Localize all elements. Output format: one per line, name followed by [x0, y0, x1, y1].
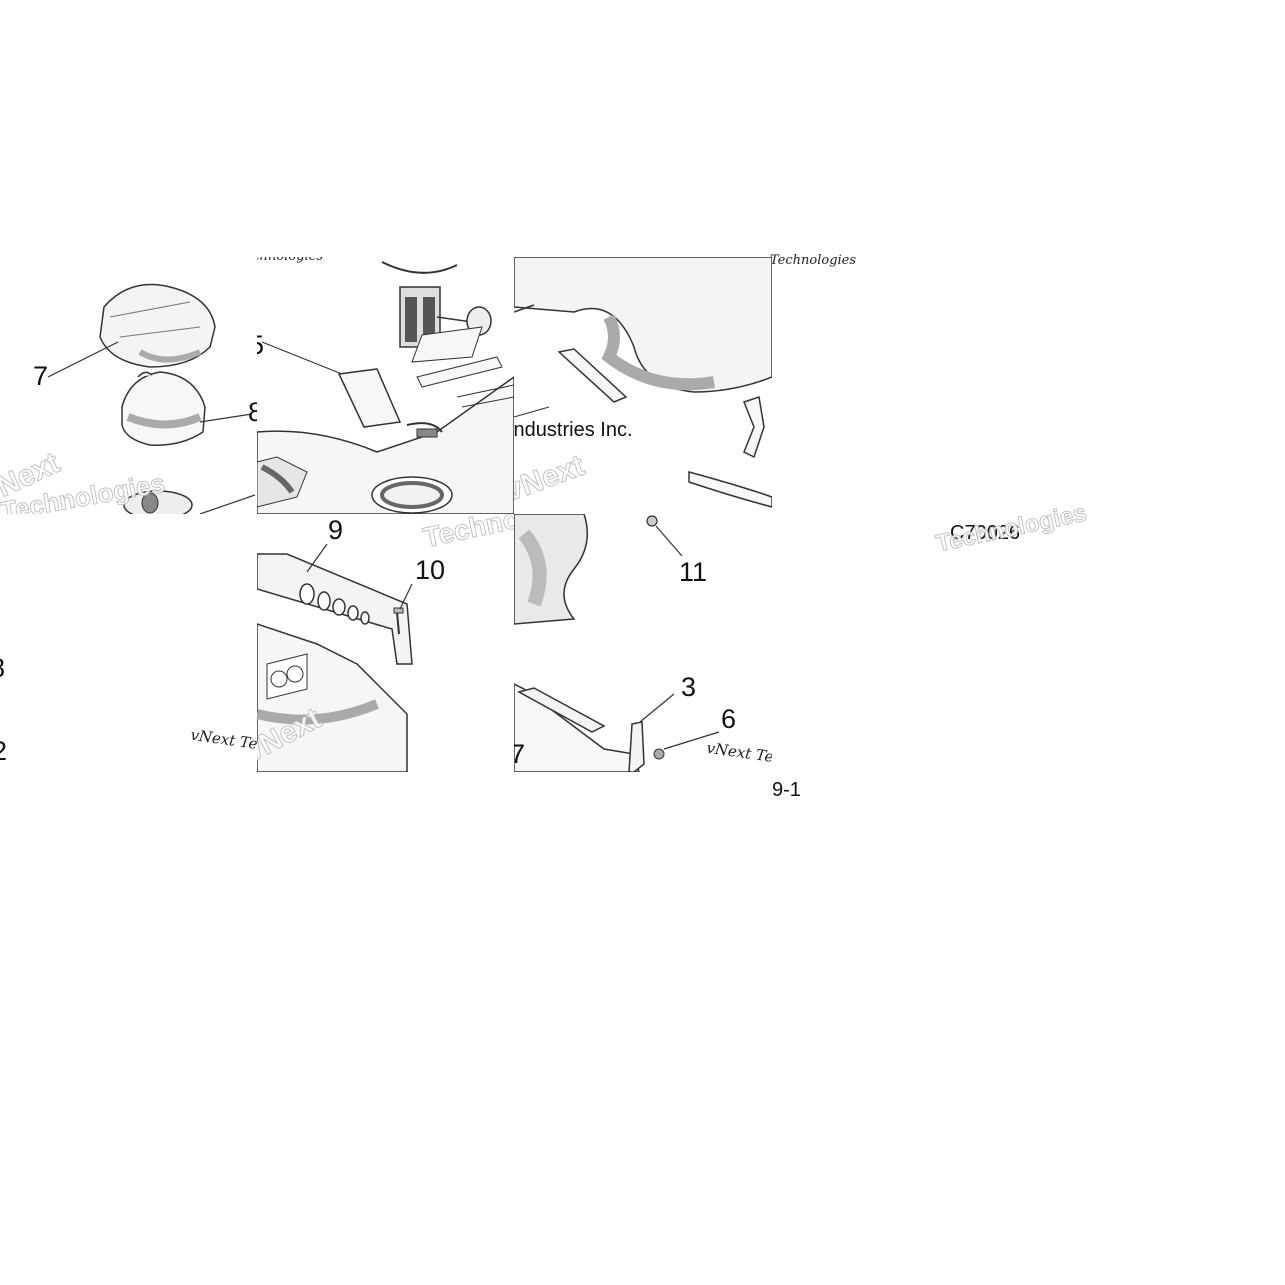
tile-bottom-left: 8 2 vNext Technologies [0, 514, 257, 772]
callout-6: 6 [721, 704, 737, 734]
callout-8: 8 [248, 397, 257, 427]
callout-11: 11 [679, 557, 708, 587]
callout-10: 10 [415, 555, 446, 585]
callout-7-lower: 7 [514, 739, 526, 769]
diagram-code: C70026 [950, 522, 1021, 544]
heat-shield-drawing [257, 543, 413, 772]
tile-top-left: 7 8 vNext Technologies vNext Technologie… [0, 257, 257, 514]
industries-text: Industries Inc. [514, 419, 633, 441]
tile-bottom-center-left: 9 10 Technologies vNext [257, 514, 514, 772]
callout-9: 9 [328, 515, 344, 545]
tile-bottom-center-right: 11 3 6 7 vNext Technologies [514, 514, 772, 772]
fuel-pump-drawing [257, 261, 514, 514]
tile-top-center-right: Industries Inc. vNext [514, 257, 772, 514]
callout-5: 5 [257, 332, 264, 359]
callout-3: 3 [681, 672, 697, 702]
watermark-technologies-fragment-2: Technologies [770, 253, 857, 268]
callout-2: 2 [0, 738, 7, 765]
callout-7: 7 [33, 361, 49, 391]
fuel-tank-drawing [514, 257, 772, 508]
watermark-technologies-fragment: Technologies [257, 257, 323, 264]
tank-bracket-drawing [514, 514, 720, 772]
watermark-technologies-3: Technologies [933, 499, 1089, 558]
fuel-cap-cover-drawing [47, 283, 256, 514]
callout-8-lower: 8 [0, 655, 5, 682]
page-number: 9-1 [772, 779, 801, 801]
watermark-brand-2: vNext Technologies [189, 725, 257, 765]
tile-top-center-left: 5 Technologies [257, 257, 514, 514]
